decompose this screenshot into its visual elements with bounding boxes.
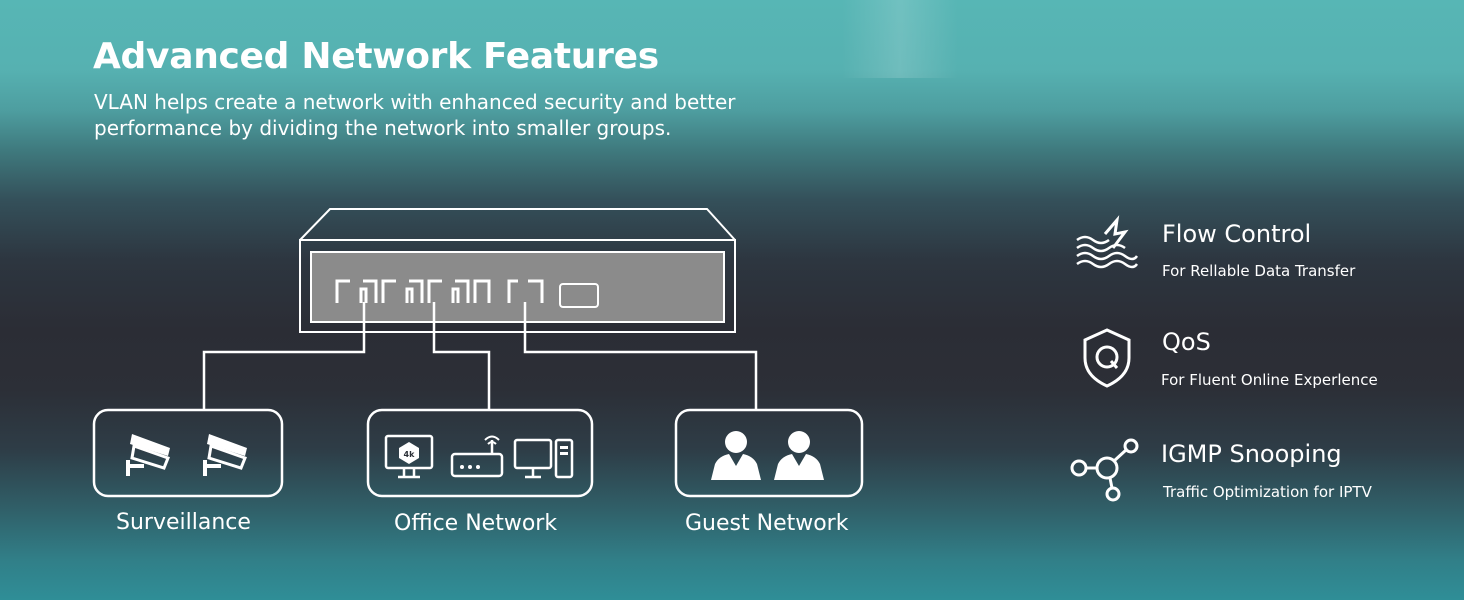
group-box-office: 4k xyxy=(366,408,594,498)
switch-port xyxy=(335,279,544,303)
group-label-guest: Guest Network xyxy=(685,511,849,536)
group-label-surveillance: Surveillance xyxy=(116,510,251,535)
page-title: Advanced Network Features xyxy=(93,36,659,77)
flow-control-icon xyxy=(1076,215,1139,269)
feature-title-qos: QoS xyxy=(1162,328,1211,356)
user-icon xyxy=(711,431,761,480)
light-glow xyxy=(842,0,958,78)
tv-badge-text: 4k xyxy=(404,450,416,459)
group-box-surveillance xyxy=(92,408,284,498)
group-box-guest xyxy=(674,408,864,498)
security-camera-icon xyxy=(203,434,247,476)
igmp-network-icon xyxy=(1070,438,1139,502)
user-icon xyxy=(774,431,824,480)
desktop-computer-icon xyxy=(513,438,574,479)
qos-shield-icon xyxy=(1083,328,1131,388)
feature-desc-igmp: Traffic Optimization for IPTV xyxy=(1163,483,1372,501)
group-label-office: Office Network xyxy=(394,511,558,536)
4k-tv-icon: 4k xyxy=(384,434,434,479)
security-camera-icon xyxy=(126,434,170,476)
switch-sfp-slot xyxy=(559,283,599,308)
page-subtitle: VLAN helps create a network with enhance… xyxy=(94,90,736,140)
feature-title-igmp: IGMP Snooping xyxy=(1161,440,1342,468)
connection-lines xyxy=(202,302,758,410)
router-icon xyxy=(450,435,504,478)
feature-title-flow-control: Flow Control xyxy=(1162,220,1312,248)
feature-desc-flow-control: For Rellable Data Transfer xyxy=(1162,262,1356,280)
feature-desc-qos: For Fluent Online Experlence xyxy=(1161,371,1378,389)
network-switch-icon xyxy=(299,208,736,333)
